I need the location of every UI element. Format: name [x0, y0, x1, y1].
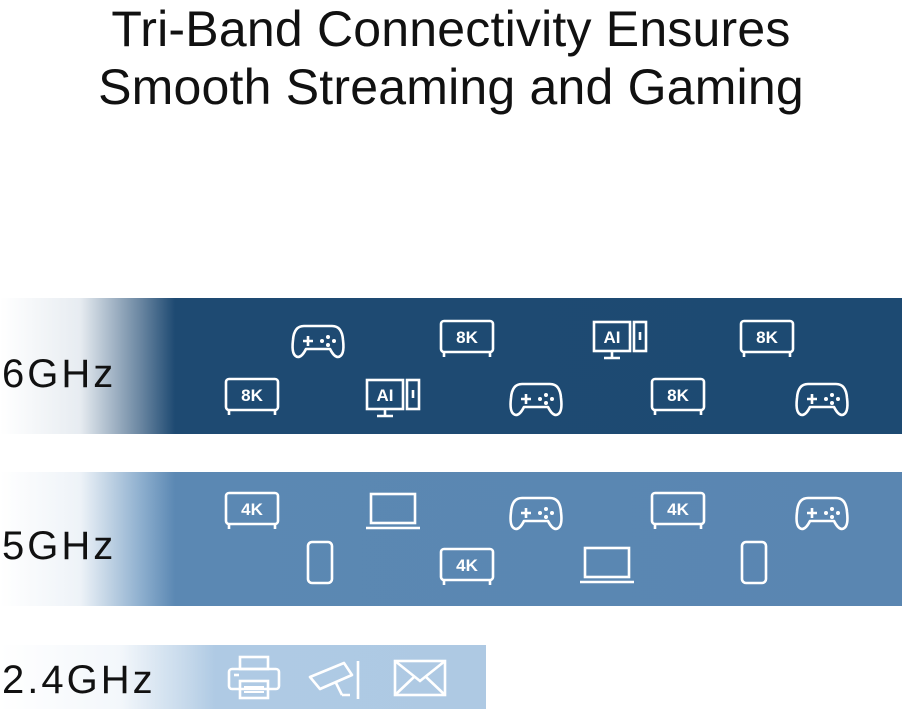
ai-pc-icon: AI [592, 318, 648, 364]
gamepad-icon [508, 490, 564, 536]
tv-label: 8K [241, 386, 263, 405]
band-6ghz: 8K AI 8K 8K AI 8K [0, 298, 902, 434]
laptop-icon [365, 488, 421, 534]
phone-icon [738, 540, 770, 586]
band-5ghz-label: 5GHz [2, 524, 117, 568]
headline-line-2: Smooth Streaming and Gaming [98, 59, 804, 115]
printer-icon [226, 655, 282, 701]
gamepad-icon [290, 318, 346, 364]
tv-label: 4K [241, 500, 263, 519]
tv-label: 8K [456, 328, 478, 347]
gamepad-icon [508, 376, 564, 422]
tv-4k-icon: 4K [224, 488, 280, 534]
band-6ghz-label: 6GHz [2, 352, 117, 396]
tv-8k-icon: 8K [224, 374, 280, 420]
band-2-4ghz-label: 2.4GHz [2, 658, 156, 702]
tv-4k-icon: 4K [650, 488, 706, 534]
ai-label: AI [604, 328, 621, 347]
tv-label: 8K [667, 386, 689, 405]
gamepad-icon [794, 490, 850, 536]
band-5ghz: 4K 4K 4K [0, 472, 902, 606]
tv-4k-icon: 4K [439, 544, 495, 590]
ai-label: AI [377, 386, 394, 405]
headline-line-1: Tri-Band Connectivity Ensures [111, 1, 791, 57]
tv-label: 4K [456, 556, 478, 575]
ai-pc-icon: AI [365, 376, 421, 422]
gamepad-icon [794, 376, 850, 422]
band-2-4ghz [0, 645, 486, 709]
tv-8k-icon: 8K [439, 316, 495, 362]
laptop-icon [579, 542, 635, 588]
tv-8k-icon: 8K [739, 316, 795, 362]
tv-label: 4K [667, 500, 689, 519]
phone-icon [304, 540, 336, 586]
security-camera-icon [308, 655, 364, 701]
tv-label: 8K [756, 328, 778, 347]
mail-icon [392, 657, 448, 699]
tv-8k-icon: 8K [650, 374, 706, 420]
